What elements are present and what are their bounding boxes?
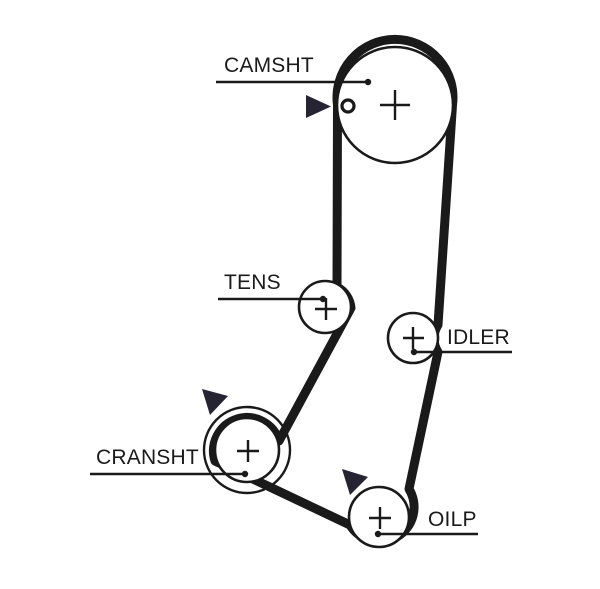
leader-dot-camshaft [364,78,372,86]
oilpump-direction-arrow-icon [342,469,368,495]
crankshaft-outer-ring [202,405,292,495]
camshaft-direction-arrow-icon [306,95,331,118]
camshaft-timing-mark-icon [340,98,356,114]
label-crankshaft: CRANSHT [96,446,199,469]
leader-dot-idler [410,348,418,356]
pulley-crankshaft[interactable] [202,389,292,495]
pulley-idler[interactable] [386,311,440,365]
leader-dot-tensioner [319,295,327,303]
label-oilpump: OILP [428,508,477,531]
crankshaft-direction-arrow-icon [202,389,228,415]
pulley-oil-pump[interactable] [342,469,411,549]
leader-dot-crankshaft [241,470,249,478]
leader-dot-oilpump [374,530,382,538]
label-tensioner: TENS [224,271,281,294]
leader-lines [90,78,512,538]
pulley-tensioner[interactable] [297,279,353,335]
pulley-labels: CAMSHT TENS IDLER CRANSHT OILP [96,54,510,531]
label-idler: IDLER [447,326,510,349]
label-camshaft: CAMSHT [224,54,314,77]
pulley-camshaft[interactable] [306,45,455,165]
